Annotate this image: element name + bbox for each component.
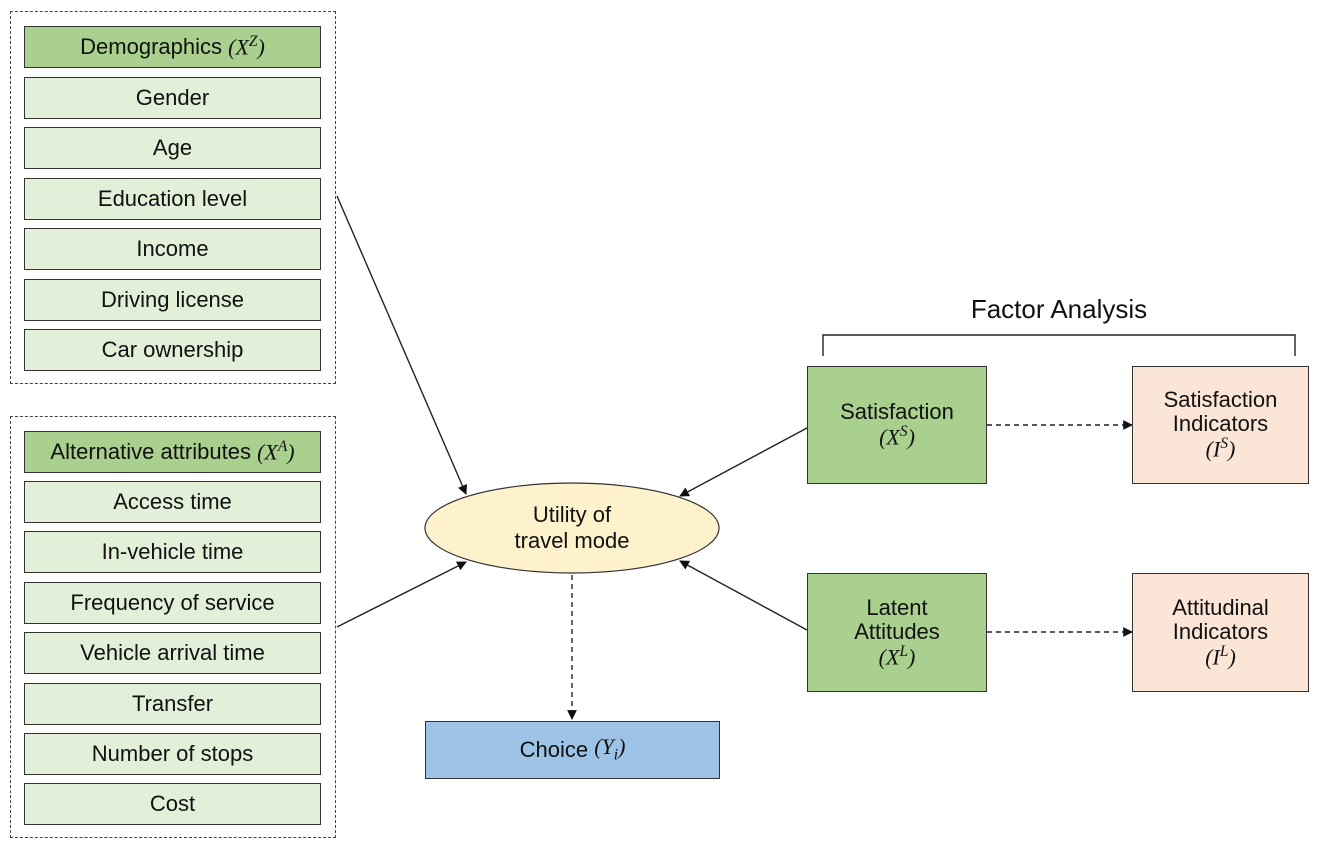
latent-symbol: (XL) <box>878 642 916 670</box>
choice-symbol: (Yi) <box>594 734 626 764</box>
choice-label: Choice <box>519 736 589 762</box>
demographics-group <box>10 11 336 384</box>
satisfaction-indicators-line2: Indicators <box>1172 411 1269 437</box>
utility-ellipse <box>424 482 720 574</box>
alternative-attribute-item: Number of stops <box>24 733 321 775</box>
demographics-item: Driving license <box>24 278 321 321</box>
satisfaction-indicators-line1: Satisfaction <box>1163 387 1278 413</box>
demographics-header-label: Demographics <box>80 33 223 59</box>
satisfaction-label: Satisfaction <box>840 399 954 425</box>
demographics-item: Education level <box>24 177 321 220</box>
alternative-attributes-header: Alternative attributes (XA) <box>24 431 321 473</box>
demographics-item: Gender <box>24 77 321 119</box>
choice-node: Choice (Yi) <box>425 721 720 779</box>
latent-attitudes-node: Latent Attitudes (XL) <box>807 573 987 692</box>
attitudinal-indicators-line2: Indicators <box>1172 618 1269 644</box>
utility-line2: travel mode <box>514 528 630 553</box>
demographics-item: Age <box>24 127 321 170</box>
factor-analysis-title: Factor Analysis <box>970 294 1148 324</box>
alternative-attributes-header-label: Alternative attributes <box>50 438 251 464</box>
alternative-attribute-item: Cost <box>24 783 321 826</box>
alternative-attribute-item: In-vehicle time <box>24 531 321 574</box>
demographics-item: Income <box>24 228 321 271</box>
utility-line1: Utility of <box>532 501 612 527</box>
factor-analysis-bracket <box>822 334 1296 356</box>
demographics-symbol: (XZ) <box>228 33 265 60</box>
arrow-demographics-to-utility <box>336 195 467 495</box>
alternative-attributes-symbol: (XA) <box>257 438 295 465</box>
alternative-attribute-item: Access time <box>24 481 321 523</box>
attitudinal-indicators-node: Attitudinal Indicators (IL) <box>1132 573 1309 692</box>
alternative-attributes-group <box>10 416 336 838</box>
attitudinal-indicators-line1: Attitudinal <box>1172 594 1269 620</box>
utility-node: Utility of travel mode <box>425 483 719 573</box>
satisfaction-node: Satisfaction (XS) <box>807 366 987 484</box>
arrow-latent-to-utility <box>679 560 808 631</box>
satisfaction-indicators-node: Satisfaction Indicators (IS) <box>1132 366 1309 484</box>
demographics-header: Demographics (XZ) <box>24 26 321 68</box>
latent-line2: Attitudes <box>854 618 940 644</box>
alternative-attribute-item: Transfer <box>24 682 321 725</box>
alternative-attribute-item: Frequency of service <box>24 581 321 624</box>
latent-line1: Latent <box>866 594 928 620</box>
attitudinal-indicators-symbol: (IL) <box>1205 642 1236 670</box>
arrow-alternatives-to-utility <box>336 561 467 628</box>
demographics-item: Car ownership <box>24 329 321 371</box>
satisfaction-symbol: (XS) <box>879 423 915 450</box>
arrow-satisfaction-to-utility <box>679 427 808 497</box>
satisfaction-indicators-symbol: (IS) <box>1205 435 1236 462</box>
alternative-attribute-item: Vehicle arrival time <box>24 632 321 675</box>
